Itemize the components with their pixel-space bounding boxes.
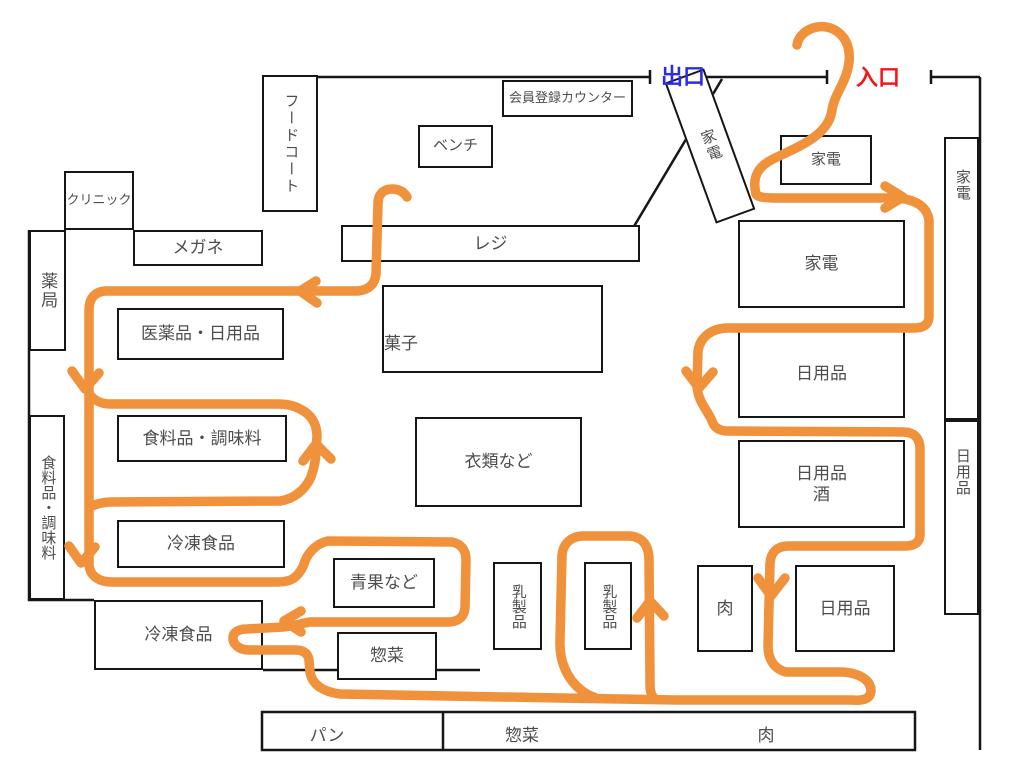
area-clinic: クリニック [64, 171, 134, 230]
area-register: レジ [341, 225, 640, 262]
route-arrow-up-dairy [632, 596, 669, 623]
area-bench: ベンチ [418, 125, 493, 168]
route-arrow-down-left-column-1 [67, 366, 104, 394]
area-deli-box: 惣菜 [337, 632, 437, 680]
area-daily-goods-bottom: 日用品 [795, 565, 895, 652]
area-clothing: 衣類など [415, 417, 582, 507]
area-produce: 青果など [333, 558, 435, 608]
area-food-court: フードコート [262, 75, 318, 212]
area-daily-goods-column: 日用品 [944, 420, 979, 615]
strip-label-deli: 惣菜 [505, 726, 539, 745]
area-appliances-column: 家電 [944, 137, 979, 420]
area-daily-goods-mid: 日用品 [738, 330, 905, 418]
area-dairy-2: 乳製品 [584, 562, 632, 650]
route-arrow-down-left-column-2 [64, 541, 100, 568]
area-dairy-1: 乳製品 [493, 562, 542, 650]
area-frozen-food-upper: 冷凍食品 [117, 520, 285, 568]
area-appliances-big: 家電 [738, 220, 905, 308]
area-food-seasoning: 食料品・調味料 [117, 415, 287, 462]
area-appliances-diagonal: 家電 [664, 68, 756, 224]
bottom-strip-outline [260, 710, 917, 752]
area-sweets: 菓子 [382, 285, 603, 373]
area-membership-counter: 会員登録カウンター [502, 80, 633, 117]
route-arrow-left-produce-loop [279, 606, 306, 637]
strip-label-meat: 肉 [757, 726, 775, 745]
route-arrow-left-medicine-aisle [295, 276, 322, 308]
area-appliances-small: 家電 [780, 135, 872, 185]
entrance-label: 入口 [856, 65, 901, 90]
route-arrow-down-meat-corridor [753, 573, 790, 601]
area-food-seasoning-vertical: 食料品・調味料 [29, 415, 65, 600]
area-daily-goods-sake: 日用品 酒 [738, 440, 905, 528]
area-glasses: メガネ [133, 230, 263, 266]
route-arrow-right-appliances [880, 181, 908, 213]
area-pharmacy: 薬局 [29, 230, 66, 351]
area-medicine-daily-goods: 医薬品・日用品 [117, 308, 284, 360]
route-arrow-down-daily-mid [681, 366, 718, 393]
area-meat-box: 肉 [697, 565, 753, 652]
exit-label: 出口 [661, 64, 706, 89]
route-arrow-up-food-loop [298, 439, 336, 466]
area-frozen-food-lower: 冷凍食品 [94, 600, 263, 670]
strip-label-bread: パン [309, 726, 345, 745]
